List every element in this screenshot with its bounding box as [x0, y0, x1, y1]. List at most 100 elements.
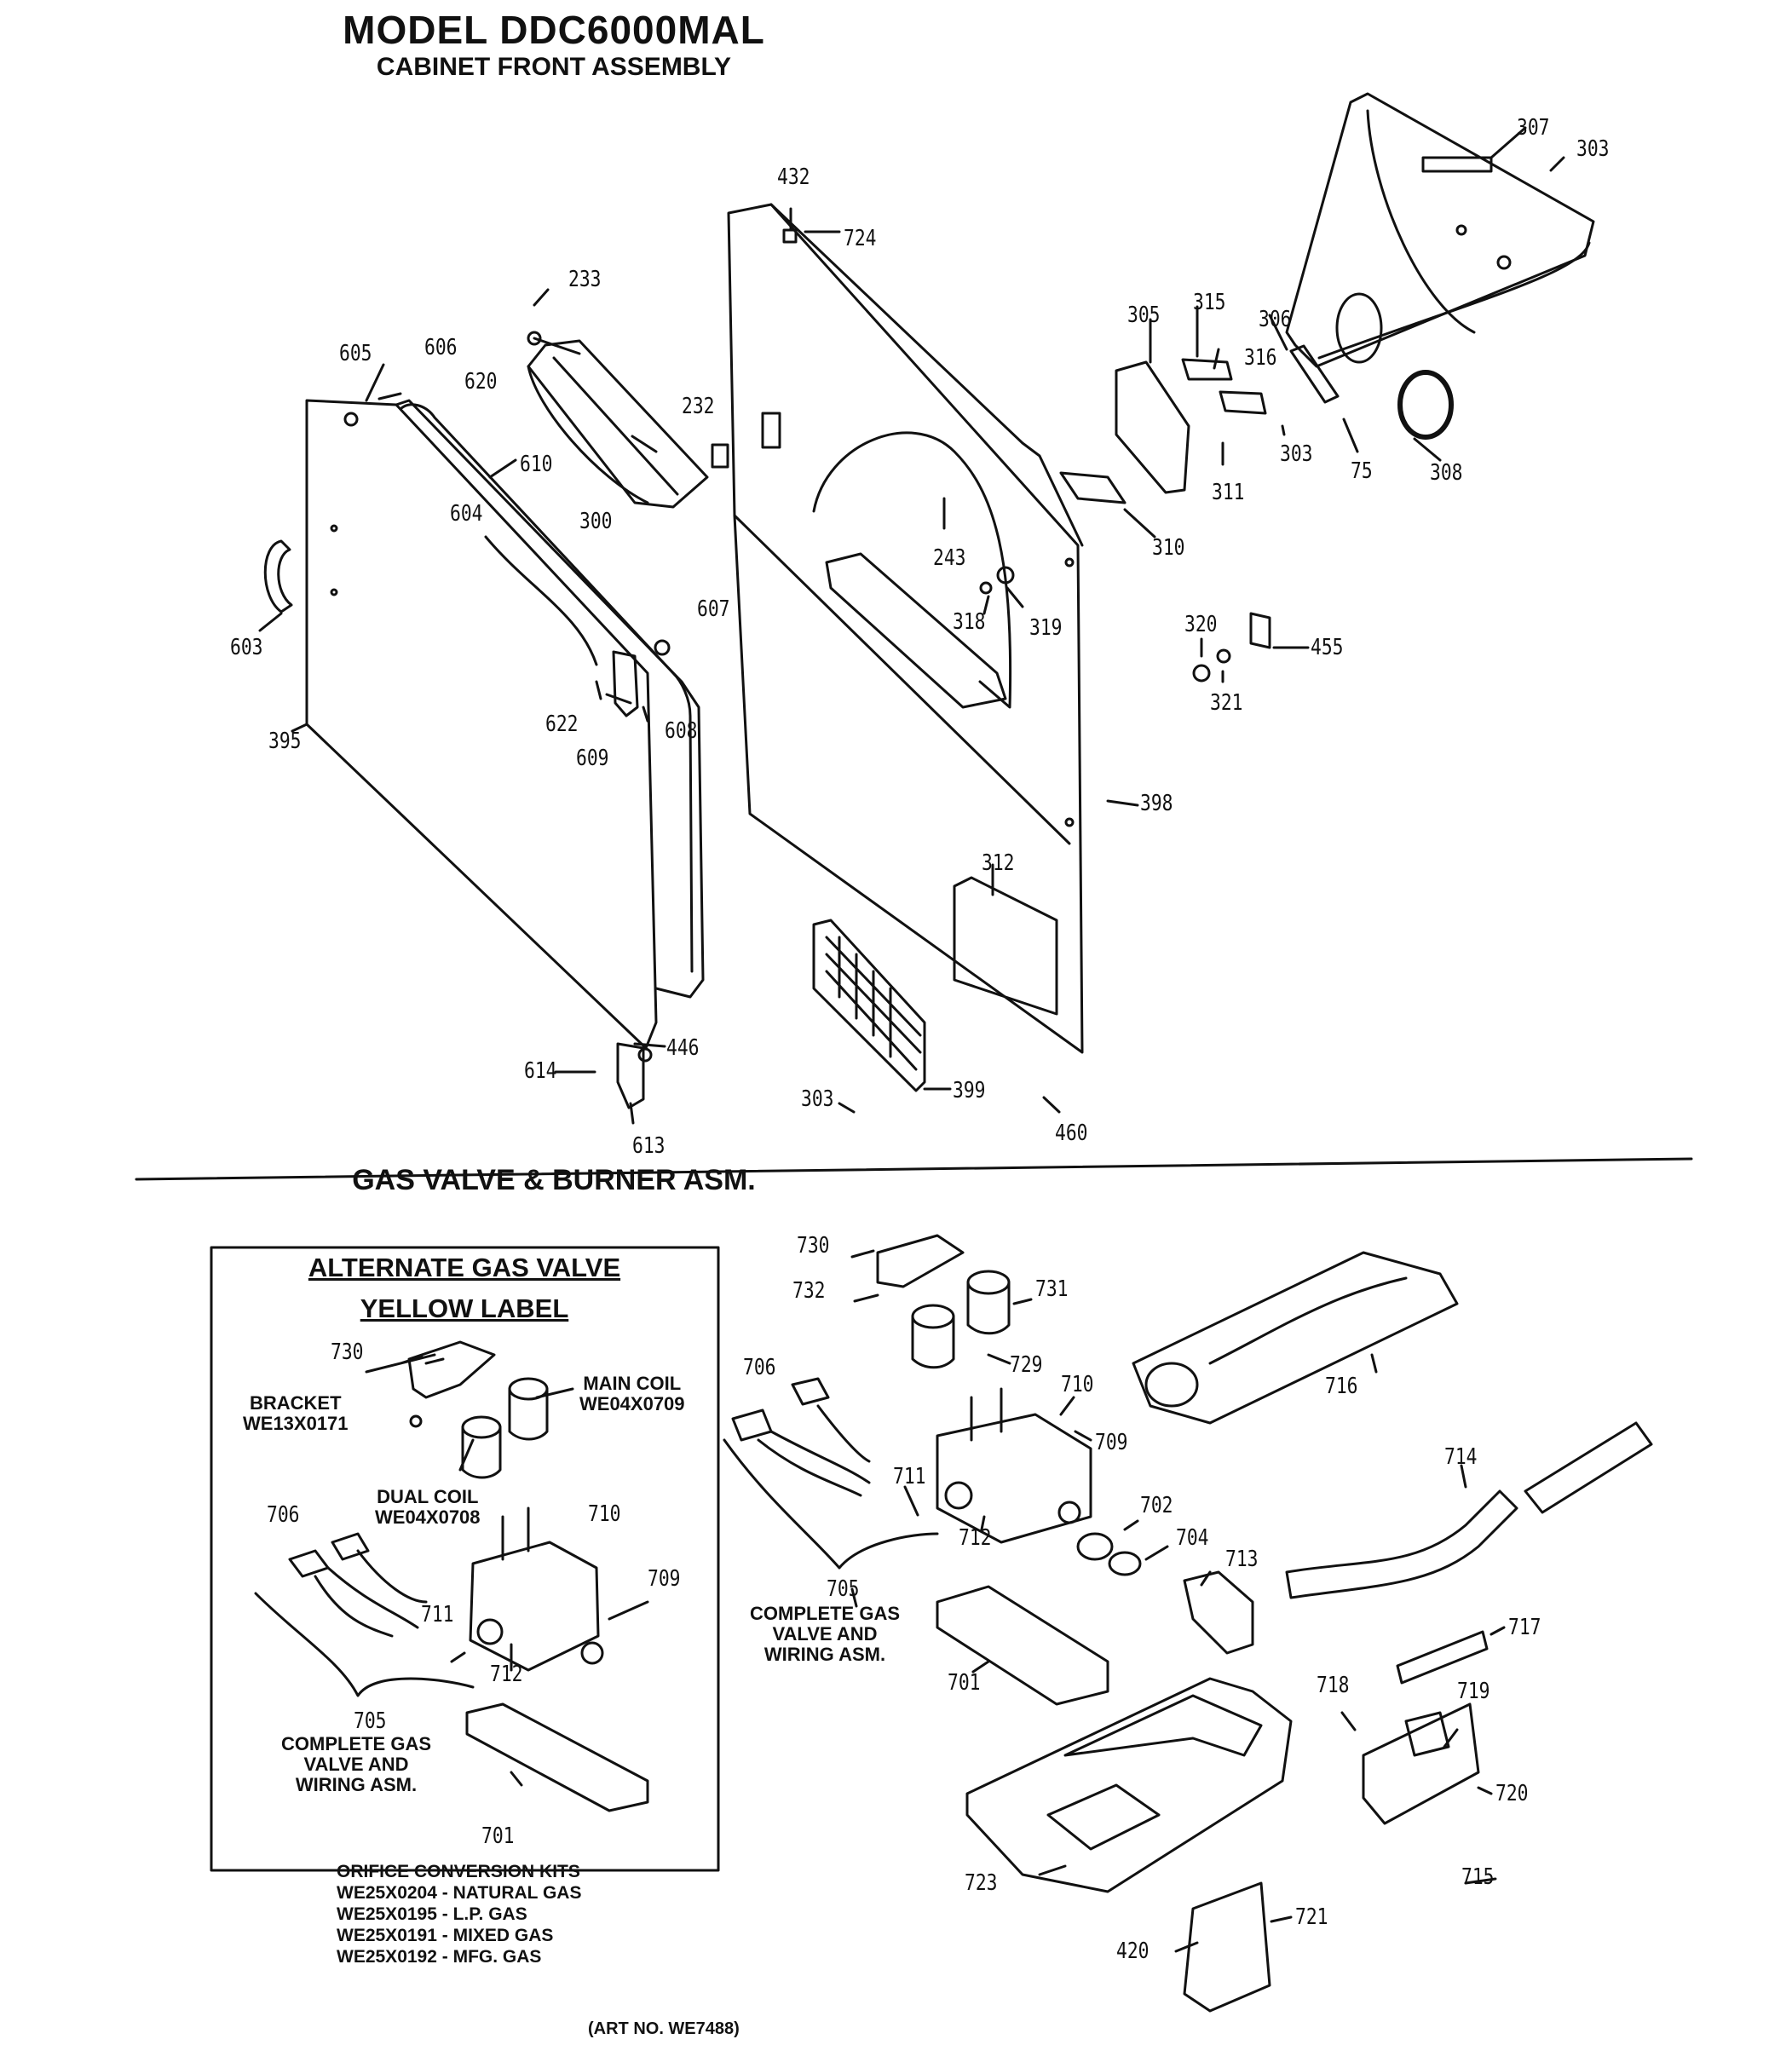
wiring-706: [723, 1377, 939, 1570]
callout-713: 713: [1225, 1547, 1259, 1572]
flame-sensor-719-720: [1362, 1702, 1480, 1825]
callout-308: 308: [1430, 460, 1463, 486]
callout-705: 705: [827, 1576, 860, 1602]
callout-710: 710: [1061, 1372, 1094, 1397]
callout-455: 455: [1311, 635, 1344, 660]
callout-316: 316: [1244, 345, 1277, 371]
orifice-kits-list: ORIFICE CONVERSION KITS WE25X0204 - NATU…: [337, 1861, 581, 1967]
callout-702: 702: [1140, 1493, 1173, 1518]
callout-315: 315: [1193, 290, 1226, 315]
callout-303-upper: 303: [1576, 136, 1610, 162]
callout-446: 446: [666, 1035, 700, 1061]
callout-718: 718: [1317, 1673, 1350, 1698]
callout-704: 704: [1176, 1525, 1209, 1551]
callout-395: 395: [268, 729, 302, 754]
callout-399: 399: [953, 1078, 986, 1103]
inset-wiring: [254, 1532, 475, 1697]
toe-kick-399: [812, 919, 926, 1092]
shield-721: [1183, 1881, 1271, 2013]
callout-420: 420: [1116, 1938, 1150, 1964]
switch-455: [1249, 612, 1271, 649]
callout-398: 398: [1140, 791, 1173, 816]
plate-701: [936, 1585, 1109, 1706]
callout-232: 232: [682, 394, 715, 419]
callout-303-mid: 303: [1280, 441, 1313, 467]
inset-callout-730: 730: [331, 1339, 364, 1365]
callout-303-lower: 303: [801, 1086, 834, 1112]
callout-709: 709: [1095, 1430, 1128, 1455]
callout-620: 620: [464, 369, 498, 395]
bracket-732: [876, 1234, 965, 1288]
inset-title-line1: ALTERNATE GAS VALVE: [308, 1253, 621, 1282]
callout-711: 711: [893, 1464, 926, 1489]
inset-plate-701: [465, 1702, 649, 1812]
callout-732: 732: [792, 1278, 826, 1304]
door-gasket-610: [399, 403, 694, 973]
callout-233: 233: [568, 267, 602, 292]
tube-714: [1285, 1421, 1653, 1599]
art-number: (ART NO. WE7488): [588, 2019, 740, 2038]
inset-title-line2: YELLOW LABEL: [360, 1293, 569, 1323]
callout-712: 712: [959, 1525, 992, 1551]
callout-622: 622: [545, 711, 579, 737]
callout-706: 706: [743, 1355, 776, 1380]
burner-bracket-723: [965, 1677, 1293, 1893]
inset-callout-706: 706: [267, 1502, 300, 1528]
callout-717: 717: [1508, 1615, 1541, 1640]
clip-232: [711, 443, 729, 469]
callout-607: 607: [697, 596, 730, 622]
inset-callout-705: 705: [354, 1708, 387, 1734]
callout-460: 460: [1055, 1120, 1088, 1146]
callout-723: 723: [965, 1870, 998, 1896]
coil-729: [911, 1304, 955, 1369]
orifice-704-702: [1076, 1532, 1142, 1576]
section-divider: [135, 1157, 1693, 1181]
callout-716: 716: [1325, 1374, 1358, 1399]
callout-715: 715: [1461, 1864, 1495, 1890]
hinge-608: [612, 650, 639, 717]
callout-321: 321: [1210, 690, 1243, 716]
inset-dual-coil: [461, 1415, 502, 1479]
igniter-717: [1396, 1630, 1489, 1685]
inset-callout-712: 712: [490, 1662, 523, 1687]
callout-614: 614: [524, 1058, 557, 1084]
inset-callout-709: 709: [648, 1566, 681, 1592]
inset-callout-711: 711: [421, 1602, 454, 1627]
callout-311: 311: [1212, 480, 1245, 505]
inset-bracket: [407, 1340, 496, 1428]
callout-300: 300: [579, 509, 613, 534]
callout-609: 609: [576, 746, 609, 771]
callout-730: 730: [797, 1233, 830, 1259]
diagram-title: MODEL DDC6000MAL: [343, 8, 765, 52]
door-handle-603: [263, 539, 293, 614]
callout-720: 720: [1495, 1781, 1529, 1806]
coil-731: [966, 1270, 1011, 1335]
callout-605: 605: [339, 341, 372, 366]
callout-721: 721: [1295, 1904, 1328, 1930]
label-inset-complete-valve: COMPLETE GAS VALVE AND WIRING ASM.: [281, 1733, 432, 1795]
callout-604: 604: [450, 501, 483, 527]
hinge-613: [616, 1042, 645, 1109]
callout-701: 701: [948, 1670, 981, 1696]
callout-731: 731: [1035, 1276, 1069, 1302]
bracket-306: [1289, 344, 1340, 404]
callout-729: 729: [1010, 1352, 1043, 1378]
callout-608: 608: [665, 718, 698, 744]
inset-callout-701: 701: [481, 1823, 515, 1849]
callout-606: 606: [424, 335, 458, 360]
thermostat-315: [1181, 358, 1233, 381]
bulkhead-307: [1285, 92, 1595, 368]
front-panel-398: [727, 203, 1084, 1054]
diagram-subtitle: CABINET FRONT ASSEMBLY: [376, 53, 732, 81]
callout-307: 307: [1517, 115, 1550, 141]
callout-724: 724: [844, 226, 877, 251]
orifice-kit-item: WE25X0192 - MFG. GAS: [337, 1947, 542, 1967]
callout-603: 603: [230, 635, 263, 660]
callout-432: 432: [777, 164, 810, 190]
orifice-kit-item: WE25X0195 - L.P. GAS: [337, 1904, 527, 1924]
plate-310: [1059, 471, 1126, 504]
burner-716: [1132, 1251, 1459, 1425]
inset-callout-710: 710: [588, 1501, 621, 1527]
alternate-valve-inset: [210, 1246, 720, 1872]
